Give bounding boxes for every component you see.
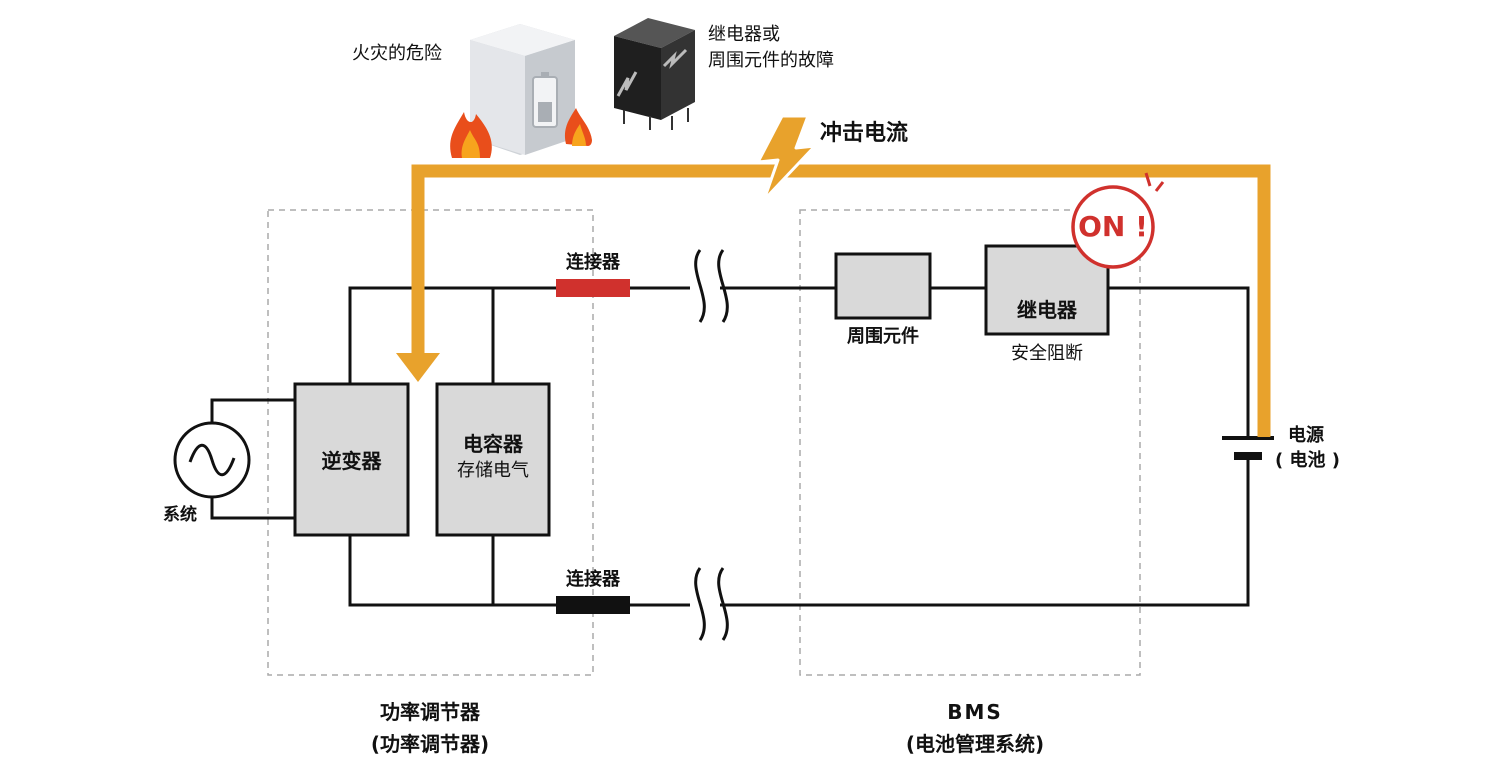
damaged-relay-icon — [614, 18, 695, 130]
capacitor-sub-label: 存储电气 — [457, 460, 529, 481]
relay-fault-label-line1: 继电器或 — [708, 24, 780, 45]
connector-top-label: 连接器 — [566, 252, 620, 273]
battery-symbol-icon — [1222, 436, 1274, 460]
pcs-label-line1: 功率调节器 — [380, 700, 480, 724]
fire-hazard-label: 火灾的危险 — [352, 43, 442, 64]
connector-bottom-label: 连接器 — [566, 569, 620, 590]
pcs-label-line2: (功率调节器) — [370, 732, 490, 756]
connector-bottom — [556, 596, 630, 614]
wire-break-bottom — [694, 567, 729, 641]
pcs-region — [267, 209, 594, 676]
lightning-icon — [756, 114, 817, 202]
peripheral-box — [834, 252, 932, 320]
power-source-label-line2: ( 电池 ) — [1275, 450, 1340, 471]
bms-label-line2: (电池管理系统) — [905, 732, 1045, 756]
surge-current-path — [396, 164, 1271, 437]
relay-box — [984, 244, 1110, 336]
inverter-label: 逆变器 — [321, 449, 382, 473]
wire-break-top — [694, 249, 729, 323]
on-badge — [1071, 172, 1165, 269]
power-source-label-line1: 电源 — [1288, 425, 1324, 446]
surge-current-label: 冲击电流 — [820, 121, 909, 146]
capacitor-label: 电容器 — [463, 432, 523, 456]
battery-fire-icon — [450, 24, 592, 158]
bms-region — [799, 209, 1141, 676]
relay-label: 继电器 — [1017, 298, 1077, 322]
relay-fault-label-line2: 周围元件的故障 — [708, 50, 834, 71]
grid-label: 系统 — [163, 505, 197, 525]
ac-source-icon — [173, 421, 251, 499]
safety-cutoff-label: 安全阻断 — [1011, 343, 1083, 364]
capacitor-box — [435, 382, 551, 537]
inverter-box — [293, 382, 410, 537]
peripheral-label: 周围元件 — [847, 326, 919, 347]
connector-top — [556, 279, 630, 297]
bms-label-line1: BMS — [947, 700, 1003, 724]
on-badge-label: ON ! — [1078, 210, 1148, 243]
